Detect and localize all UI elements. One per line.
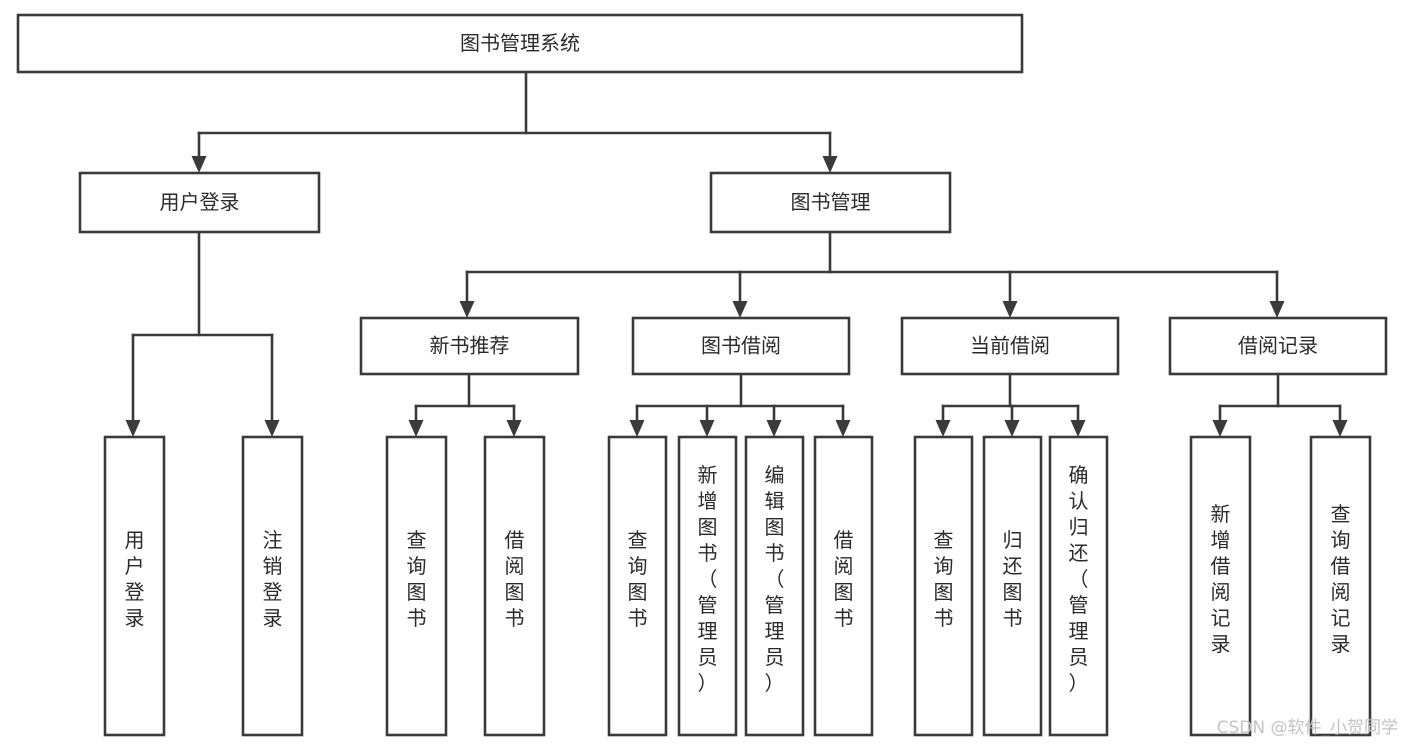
arrow-head-icon — [1004, 420, 1020, 437]
node-box-return-book — [982, 435, 1043, 737]
arrow-head-icon — [732, 301, 748, 318]
arrow-head-icon — [506, 420, 522, 437]
node-label-user-login: 用户登录 — [160, 190, 240, 214]
node-box-edit-book-admin — [744, 435, 805, 737]
arrow-head-icon — [264, 420, 280, 437]
node-label-user-logout-action: 注销登录 — [263, 528, 283, 630]
node-label-current-borrow: 当前借阅 — [970, 334, 1050, 358]
node-user-logout-action[interactable]: 注销登录 — [241, 435, 304, 737]
arrow-head-icon — [822, 156, 838, 173]
node-return-book[interactable]: 归还图书 — [982, 435, 1043, 737]
connector-book-management-bus — [459, 230, 1285, 318]
node-label-root: 图书管理系统 — [460, 31, 580, 55]
node-label-add-borrow-record: 新增借阅记录 — [1211, 502, 1231, 656]
arrow-head-icon — [459, 301, 475, 318]
node-box-book-borrow — [631, 316, 851, 376]
node-label-add-book-admin: 新增图书（管理员） — [698, 463, 718, 695]
node-layer: 图书管理系统用户登录用户登录注销登录图书管理新书推荐查询图书借阅图书图书借阅查询… — [16, 13, 1388, 737]
node-query-book-3[interactable]: 查询图书 — [913, 435, 974, 737]
node-label-confirm-return-admin: 确认归还（管理员） — [1069, 463, 1089, 695]
node-label-query-book-2: 查询图书 — [628, 528, 648, 630]
connector-book-borrow-bus — [629, 372, 851, 437]
arrow-head-icon — [191, 156, 207, 173]
node-label-edit-book-admin: 编辑图书（管理员） — [765, 463, 785, 695]
node-label-query-book-3: 查询图书 — [934, 528, 954, 630]
node-borrow-book-2[interactable]: 借阅图书 — [813, 435, 874, 737]
connector-current-borrow-bus — [935, 372, 1086, 437]
node-box-current-borrow — [900, 316, 1120, 376]
node-label-new-book-recommend: 新书推荐 — [430, 334, 510, 358]
node-box-query-book-3 — [913, 435, 974, 737]
node-label-borrow-book-1: 借阅图书 — [505, 528, 525, 630]
node-edit-book-admin[interactable]: 编辑图书（管理员） — [744, 435, 805, 737]
node-label-borrow-book-2: 借阅图书 — [834, 528, 854, 630]
node-label-borrow-records: 借阅记录 — [1238, 334, 1318, 358]
arrow-head-icon — [766, 420, 782, 437]
node-box-borrow-book-1 — [483, 435, 546, 737]
node-box-add-book-admin — [677, 435, 738, 737]
node-root[interactable]: 图书管理系统 — [16, 13, 1024, 74]
arrow-head-icon — [1070, 420, 1086, 437]
node-box-query-book-1 — [385, 435, 448, 737]
node-label-book-management: 图书管理 — [791, 190, 871, 214]
node-box-borrow-book-2 — [813, 435, 874, 737]
arrow-head-icon — [835, 420, 851, 437]
arrow-head-icon — [935, 420, 951, 437]
arrow-head-icon — [1269, 301, 1285, 318]
node-book-management[interactable]: 图书管理 — [709, 171, 952, 234]
arrow-head-icon — [629, 420, 645, 437]
node-box-query-borrow-record — [1309, 435, 1372, 737]
node-user-login[interactable]: 用户登录 — [78, 171, 321, 234]
node-book-borrow[interactable]: 图书借阅 — [631, 316, 851, 376]
arrow-head-icon — [1002, 301, 1018, 318]
arrow-head-icon — [1212, 420, 1228, 437]
node-box-user-login-action — [103, 435, 166, 737]
node-borrow-records[interactable]: 借阅记录 — [1168, 316, 1388, 376]
node-label-book-borrow: 图书借阅 — [701, 334, 781, 358]
node-query-borrow-record[interactable]: 查询借阅记录 — [1309, 435, 1372, 737]
node-user-login-action[interactable]: 用户登录 — [103, 435, 166, 737]
arrow-head-icon — [125, 420, 141, 437]
node-current-borrow[interactable]: 当前借阅 — [900, 316, 1120, 376]
connector-root-bus — [191, 70, 838, 173]
node-box-root — [16, 13, 1024, 74]
node-confirm-return-admin[interactable]: 确认归还（管理员） — [1048, 435, 1109, 737]
node-borrow-book-1[interactable]: 借阅图书 — [483, 435, 546, 737]
node-add-borrow-record[interactable]: 新增借阅记录 — [1189, 435, 1252, 737]
node-box-add-borrow-record — [1189, 435, 1252, 737]
node-new-book-recommend[interactable]: 新书推荐 — [359, 316, 580, 376]
node-box-confirm-return-admin — [1048, 435, 1109, 737]
node-box-query-book-2 — [607, 435, 668, 737]
node-label-return-book: 归还图书 — [1003, 528, 1023, 630]
node-box-user-logout-action — [241, 435, 304, 737]
csdn-watermark: CSDN @软件_小贺同学 — [1217, 718, 1398, 738]
connector-layer — [125, 70, 1348, 437]
arrow-head-icon — [1332, 420, 1348, 437]
node-box-book-management — [709, 171, 952, 234]
node-query-book-2[interactable]: 查询图书 — [607, 435, 668, 737]
node-query-book-1[interactable]: 查询图书 — [385, 435, 448, 737]
node-box-new-book-recommend — [359, 316, 580, 376]
node-box-user-login — [78, 171, 321, 234]
node-label-query-book-1: 查询图书 — [407, 528, 427, 630]
connector-new-book-recommend-bus — [408, 372, 522, 437]
node-label-query-borrow-record: 查询借阅记录 — [1331, 502, 1351, 656]
arrow-head-icon — [699, 420, 715, 437]
arrow-head-icon — [408, 420, 424, 437]
connector-user-login-bus — [125, 230, 280, 437]
node-add-book-admin[interactable]: 新增图书（管理员） — [677, 435, 738, 737]
connector-borrow-records-bus — [1212, 372, 1348, 437]
node-label-user-login-action: 用户登录 — [125, 528, 145, 630]
node-box-borrow-records — [1168, 316, 1388, 376]
